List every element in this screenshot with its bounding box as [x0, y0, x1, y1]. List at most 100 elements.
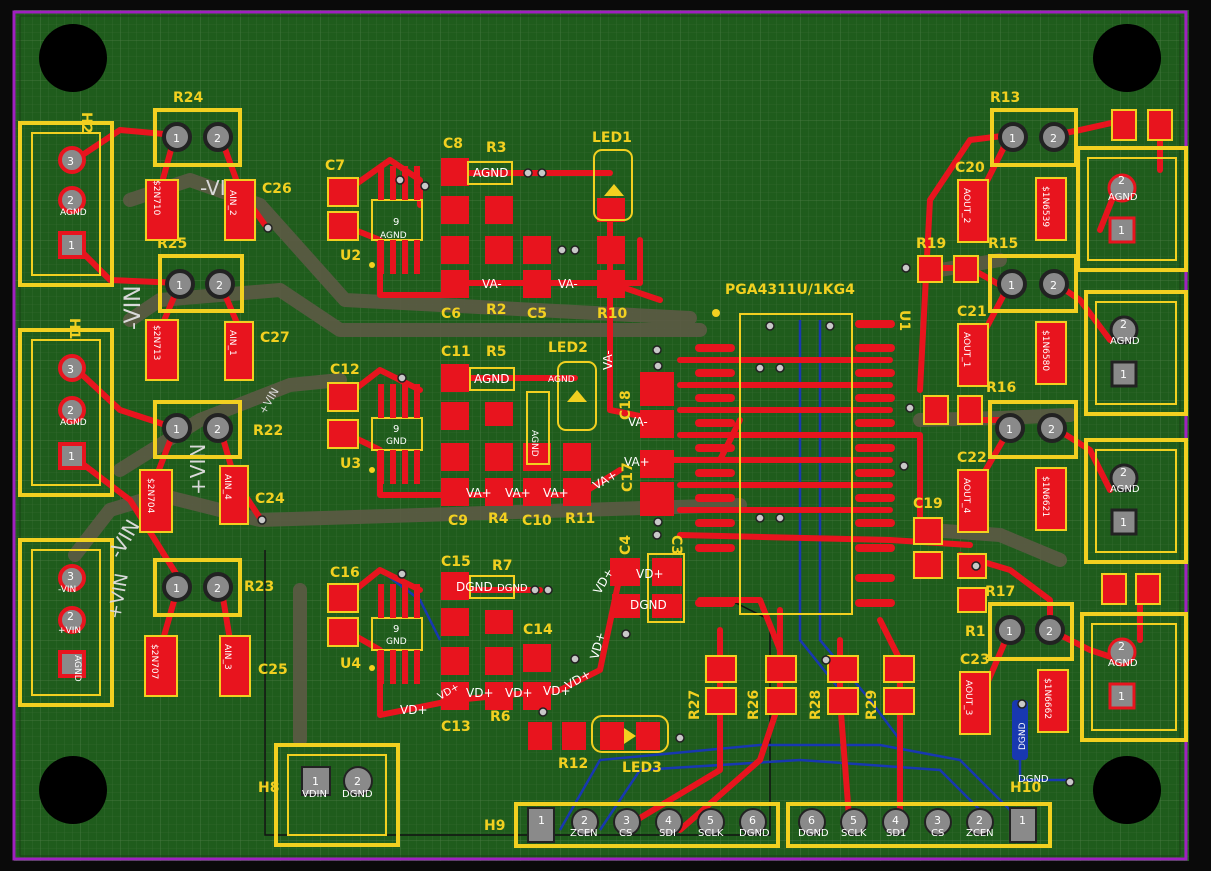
- pcb-shape: [695, 469, 735, 477]
- c5-label: C5: [527, 306, 547, 322]
- pcb-shape: [855, 444, 895, 452]
- pcb-shape: [1101, 573, 1127, 605]
- net-agnd-led2: AGND: [548, 375, 575, 385]
- ic-u4[interactable]: 9 GND U4: [340, 584, 423, 684]
- pcb-shape: [597, 198, 625, 222]
- pcb-shape: [755, 363, 765, 373]
- pcb-shape: [957, 395, 983, 425]
- bottom-pad-dgnd: [1012, 700, 1028, 760]
- trimpot-r22[interactable]: 1 2 R22: [153, 400, 283, 459]
- pcb-shape: [397, 373, 407, 383]
- silk-text: $2N704: [145, 478, 155, 514]
- r24-label: R24: [173, 90, 204, 106]
- smd-pads-right[interactable]: [913, 109, 1173, 613]
- pcb-shape: [153, 558, 242, 617]
- pcb-shape: [1084, 290, 1188, 416]
- net-va-plus-2: VA+: [505, 486, 531, 500]
- output-connectors-right[interactable]: 2 AGND 1 2 AGND 1 2 AGND 1 2 AGND 1: [1076, 146, 1188, 742]
- r12-label: R12: [558, 756, 588, 772]
- pcb-shape: [441, 270, 469, 298]
- connector-h8[interactable]: 1 2 VDIN DGND H8: [258, 743, 400, 847]
- pcb-shape: [855, 544, 895, 552]
- r4-label: R4: [488, 511, 509, 527]
- h10-label: H10: [1010, 780, 1041, 796]
- smd-vertical-left[interactable]: $2N710 AIN_2 $2N713 AIN_1 C27 $2N704 AIN…: [139, 179, 290, 697]
- connector-h2[interactable]: H2 3 2 AGND 1: [18, 112, 114, 287]
- passives-block-lower[interactable]: [441, 558, 682, 750]
- pcb-shape: [712, 309, 720, 317]
- pcb-shape: [901, 263, 911, 273]
- pcb-shape: [18, 121, 114, 287]
- silk-text: 1: [538, 814, 545, 827]
- cap-pads-ic-inputs[interactable]: [327, 177, 359, 647]
- trimpot-r13[interactable]: 1 2 R13: [990, 90, 1078, 167]
- pcb-shape: [640, 410, 674, 438]
- silk-text: 9: [393, 424, 399, 435]
- pcb-shape: [402, 166, 408, 200]
- pcb-shape: [855, 519, 895, 527]
- pcb-shape: [369, 467, 375, 473]
- silk-text: 3: [934, 814, 941, 827]
- pcb-shape: [705, 655, 737, 683]
- header-h9[interactable]: 1 2 3 4 5 6 ZCEN CS SDI SCLK DGND H9: [484, 802, 780, 848]
- pcb-shape: [882, 808, 910, 836]
- pcb-shape: [287, 754, 387, 836]
- pcb-shape: [378, 584, 384, 618]
- pcb-shape: [652, 530, 662, 540]
- pcb-shape: [557, 245, 567, 255]
- pcb-shape: [957, 323, 989, 387]
- header-h10[interactable]: 6 5 4 3 2 1 DGND SCLK SD1 CS ZCEN H10: [786, 780, 1052, 848]
- u4-label: U4: [340, 656, 361, 672]
- h1-pin3: 3: [67, 363, 74, 376]
- resistors-r26-r29[interactable]: [705, 655, 915, 715]
- pcb-shape: [610, 558, 640, 586]
- silk-text: AIN_2: [227, 190, 237, 216]
- pcb-shape: [855, 599, 895, 607]
- pcb-shape: [923, 523, 1067, 567]
- connector-power-in[interactable]: 3 -VIN 2 +VIN AGND: [18, 538, 114, 707]
- ic-u2[interactable]: 9 AGND U2: [340, 166, 423, 274]
- h2-pin2: 2: [67, 194, 74, 207]
- smd-vertical-right[interactable]: AOUT_2 $1N6539 C20 AOUT_1 $1N6580 C21 AO…: [955, 160, 1069, 735]
- h1-agnd: AGND: [60, 418, 87, 428]
- pcb-shape: [402, 450, 408, 484]
- pcb-shape: [905, 403, 915, 413]
- pcb-shape: [378, 450, 384, 484]
- h9-zcen: ZCEN: [570, 828, 598, 839]
- ic-u1[interactable]: PGA4311U/1KG4 U1: [695, 282, 912, 615]
- passives-block-top[interactable]: [441, 158, 625, 298]
- ic-u3[interactable]: 9 GND U3: [340, 384, 423, 484]
- pcb-shape: [695, 320, 895, 607]
- trimpot-r15[interactable]: 1 2 R15: [988, 236, 1078, 313]
- trimpot-r16[interactable]: 1 2 R16: [986, 380, 1078, 459]
- pcb-shape: [677, 697, 783, 833]
- pcb-shape: [571, 808, 599, 836]
- c17-label: C17: [620, 462, 636, 492]
- r15-label: R15: [988, 236, 1018, 252]
- c24-label: C24: [255, 491, 285, 507]
- trimpot-r24[interactable]: 1 2 R24: [153, 90, 242, 167]
- h1-pin2: 2: [67, 404, 74, 417]
- r16-label: R16: [986, 380, 1016, 396]
- pcb-shape: [1065, 777, 1075, 787]
- h1-label: H1: [66, 318, 82, 339]
- pcb-shape: [526, 391, 550, 465]
- c11-label: C11: [441, 344, 471, 360]
- pcb-shape: [441, 572, 469, 600]
- pcb-shape: [563, 443, 591, 471]
- pcb-shape: [414, 450, 420, 484]
- silk-text: AOUT_1: [961, 332, 971, 367]
- c13-label: C13: [441, 719, 471, 735]
- passives-block-middle[interactable]: [441, 364, 674, 516]
- silk-text: AGND: [1110, 336, 1140, 347]
- silk-text: 2: [354, 775, 361, 788]
- trimpot-r23[interactable]: 1 2 R23: [153, 558, 274, 617]
- pcb-shape: [390, 166, 396, 200]
- silk-text: 2: [976, 814, 983, 827]
- connector-h1[interactable]: H1 3 2 AGND 1: [18, 318, 114, 497]
- pcb-shape: [640, 450, 674, 478]
- trimpot-r1[interactable]: 1 2 R1: [965, 602, 1074, 661]
- silk-text: 2: [1120, 318, 1127, 331]
